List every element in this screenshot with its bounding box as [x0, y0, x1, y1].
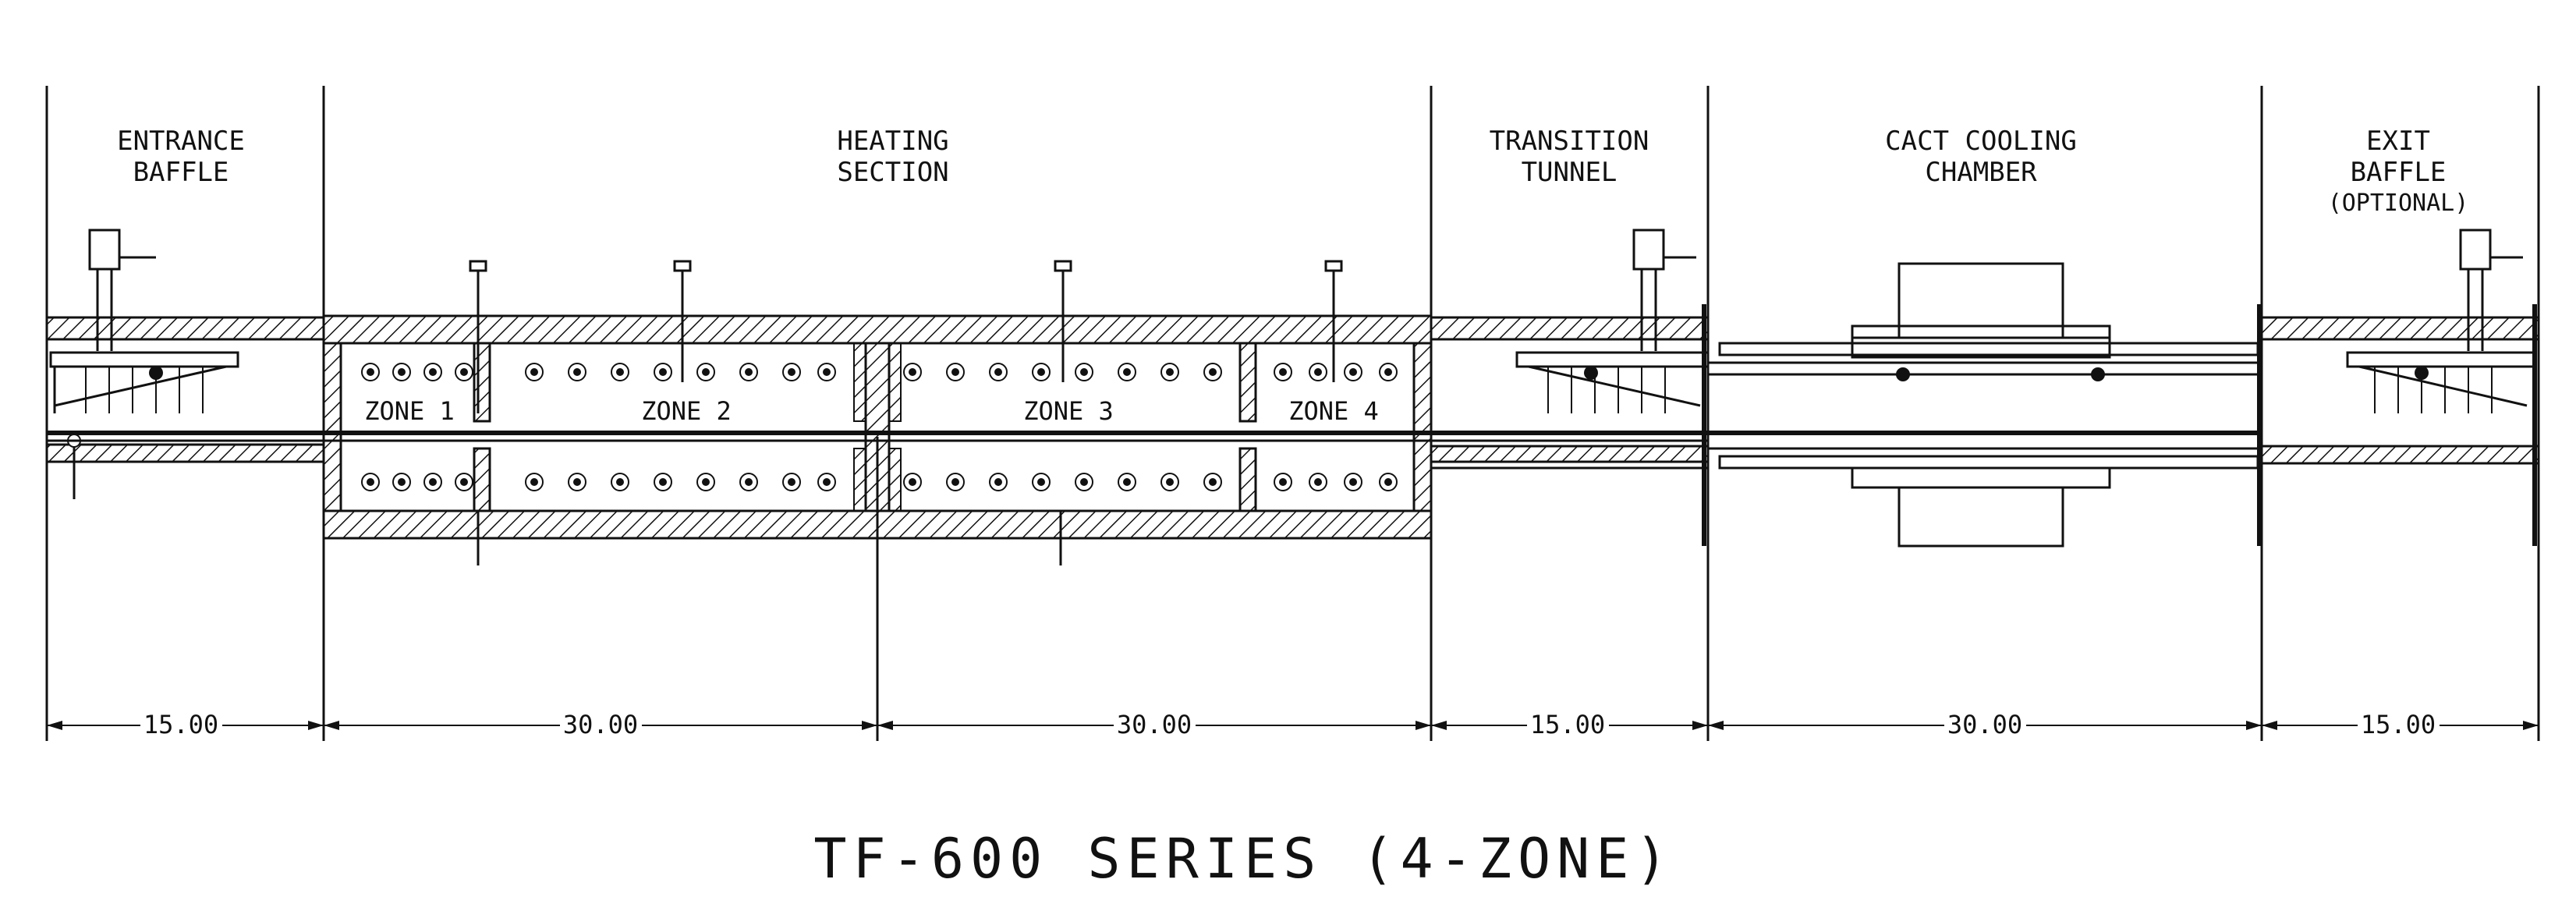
cooling-chamber-label-1: CACT COOLING — [1885, 126, 2077, 157]
heating-section-label-2: SECTION — [837, 157, 948, 188]
dim-heating-part-1: 30.00 — [563, 710, 638, 739]
entrance-baffle-label-2: BAFFLE — [133, 157, 229, 188]
heating-elements-top — [361, 363, 1398, 381]
dim-exit-baffle: 15.00 — [2361, 710, 2436, 739]
cooling-chamber-label-2: CHAMBER — [1925, 157, 2037, 188]
heating-section: ZONE 1 ZONE 2 ZONE 3 ZONE 4 — [47, 260, 1708, 565]
dimension-lines: 15.00 30.00 30.00 15.00 30.00 15.00 — [47, 710, 2539, 739]
zone-3-label: ZONE 3 — [1023, 396, 1114, 426]
transition-tunnel-label-1: TRANSITION — [1490, 126, 1649, 157]
zone-2-label: ZONE 2 — [641, 396, 732, 426]
exit-baffle-label-1: EXIT — [2366, 126, 2430, 157]
transition-tunnel — [1430, 229, 1710, 546]
dim-entrance-baffle: 15.00 — [144, 710, 218, 739]
zone-1-label: ZONE 1 — [364, 396, 455, 426]
dim-heating-part-2: 30.00 — [1117, 710, 1192, 739]
transition-tunnel-label-2: TUNNEL — [1522, 157, 1618, 188]
entrance-baffle-label-1: ENTRANCE — [117, 126, 245, 157]
heating-elements-bottom — [361, 473, 1398, 491]
dim-cooling-chamber: 30.00 — [1947, 710, 2022, 739]
entrance-baffle — [45, 229, 325, 499]
cooling-chamber — [1708, 262, 2262, 548]
exit-baffle — [2257, 229, 2540, 546]
exit-baffle-note: (OPTIONAL) — [2328, 190, 2469, 217]
exit-baffle-label-2: BAFFLE — [2351, 157, 2447, 188]
thermocouples — [469, 260, 1343, 565]
drawing-title: TF-600 SERIES (4-ZONE) — [813, 827, 1674, 891]
dim-transition-tunnel: 15.00 — [1530, 710, 1605, 739]
zone-4-label: ZONE 4 — [1288, 396, 1379, 426]
section-labels: ENTRANCE BAFFLE HEATING SECTION TRANSITI… — [117, 126, 2468, 217]
heating-section-label-1: HEATING — [837, 126, 948, 157]
baffle-curtain — [85, 366, 204, 413]
